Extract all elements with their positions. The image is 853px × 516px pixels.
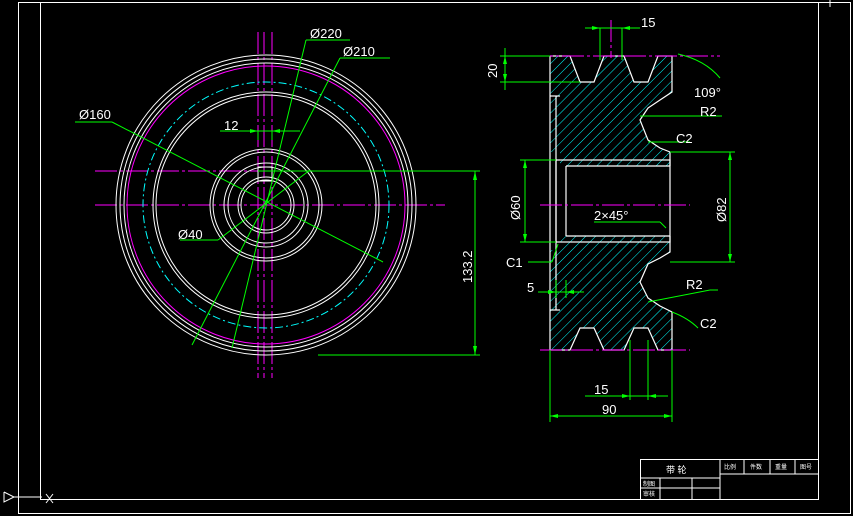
dim-r2-top: R2: [700, 104, 717, 119]
dim-dia-220: Ø220: [310, 26, 342, 41]
dim-c2-bottom: C2: [700, 316, 717, 331]
dim-dia-60: Ø60: [508, 195, 523, 220]
title-part-name: 带 轮: [666, 464, 687, 475]
title-cell-checked: 审核: [643, 490, 655, 498]
outer-border: [18, 2, 851, 514]
front-view: Ø220 Ø210 Ø160 Ø40 12 133.2: [75, 26, 480, 378]
title-cell-scale: 比例: [724, 463, 736, 471]
dim-dia-82: Ø82: [714, 197, 729, 222]
dim-angle: 109°: [694, 85, 721, 100]
dim-dia-40: Ø40: [178, 227, 203, 242]
dim-groove-depth: 20: [485, 64, 500, 78]
dim-dia-210: Ø210: [343, 44, 375, 59]
dim-width-90: 90: [602, 402, 616, 417]
dim-dia-160: Ø160: [79, 107, 111, 122]
dim-height-133: 133.2: [460, 250, 475, 283]
title-block: 带 轮 比例 件数 重量 图号 制图 审核: [640, 459, 819, 500]
ucs-icon: [3, 491, 54, 504]
section-view: 15 20 109° R2 C2 Ø82 Ø60 2×45° C1 5 R2 C…: [485, 15, 735, 422]
title-cell-drawn: 制图: [643, 480, 655, 488]
dim-bottom-15: 15: [594, 382, 608, 397]
title-cell-drawing-no: 图号: [800, 464, 812, 471]
title-cell-weight: 重量: [775, 463, 787, 471]
dim-c2-top: C2: [676, 131, 693, 146]
dim-top-15: 15: [641, 15, 655, 30]
inner-border: [40, 2, 819, 500]
dim-width-12: 12: [224, 118, 238, 133]
dim-chamfer: 2×45°: [594, 208, 628, 223]
dim-r2-bottom: R2: [686, 277, 703, 292]
title-cell-count: 件数: [750, 463, 762, 471]
dim-c1: C1: [506, 255, 523, 270]
dim-five: 5: [527, 280, 534, 295]
